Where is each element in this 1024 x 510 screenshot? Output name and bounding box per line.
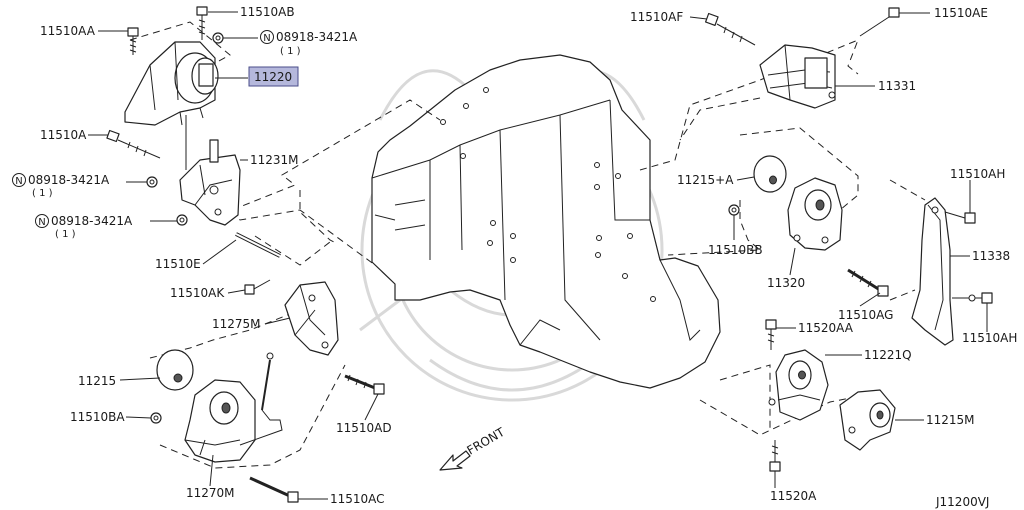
callout-11510A[interactable]: 11510A <box>40 128 87 142</box>
nut-08918-3421A-low[interactable] <box>176 214 188 226</box>
callout-11510AH-low[interactable]: 11510AH <box>962 331 1017 345</box>
bolt-11510AB[interactable] <box>196 6 208 40</box>
part-11220-mount-insulator[interactable] <box>124 41 219 126</box>
callout-11270M[interactable]: 11270M <box>186 486 235 500</box>
bolt-11510AG[interactable] <box>847 268 889 297</box>
part-11221Q-engine-mount[interactable] <box>768 349 829 421</box>
callout-11331[interactable]: 11331 <box>878 79 916 93</box>
qty-mid: ( 1 ) <box>32 188 53 199</box>
callout-11510AK[interactable]: 11510AK <box>170 286 225 300</box>
bolt-11510AH-top[interactable] <box>944 211 976 224</box>
callout-11320[interactable]: 11320 <box>767 276 805 290</box>
bolt-11510AK[interactable] <box>244 279 271 295</box>
part-11215A-washer[interactable] <box>753 155 787 193</box>
part-11270M-engine-mount[interactable] <box>184 352 283 463</box>
bolt-11520AA[interactable] <box>765 319 777 350</box>
part-11320-engine-mount[interactable] <box>787 177 843 251</box>
callout-11231M[interactable]: 11231M <box>250 153 299 167</box>
part-11231M-bracket[interactable] <box>179 115 241 226</box>
stud-11510E[interactable] <box>235 232 281 258</box>
front-label: FRONT <box>465 425 508 458</box>
callout-11338[interactable]: 11338 <box>972 249 1010 263</box>
callout-11510E[interactable]: 11510E <box>155 257 201 271</box>
callout-11510AA[interactable]: 11510AA <box>40 24 96 38</box>
callout-11215[interactable]: 11215 <box>78 374 116 388</box>
callout-11510AE[interactable]: 11510AE <box>934 6 988 20</box>
qty-top: ( 1 ) <box>280 46 301 57</box>
callout-11215A[interactable]: 11215+A <box>677 173 734 187</box>
part-11215-washer[interactable] <box>156 349 194 391</box>
callout-11221Q[interactable]: 11221Q <box>864 348 912 362</box>
nut-11510BB[interactable] <box>728 204 740 216</box>
callout-11220: 11220 <box>254 70 292 84</box>
nut-08918-3421A-mid[interactable] <box>146 176 158 188</box>
bolt-11510AE[interactable] <box>859 7 900 37</box>
notice-08918-top[interactable]: N 08918-3421A ( 1 ) <box>260 30 359 57</box>
callout-11510BA[interactable]: 11510BA <box>70 410 125 424</box>
callout-11510AD[interactable]: 11510AD <box>336 421 392 435</box>
bolt-11520A[interactable] <box>769 440 781 472</box>
callout-11510AF[interactable]: 11510AF <box>630 10 683 24</box>
callout-11510AC[interactable]: 11510AC <box>330 492 385 506</box>
callout-08918-3421A-mid: 08918-3421A <box>28 173 110 187</box>
callout-11510AG[interactable]: 11510AG <box>838 308 893 322</box>
engine-block <box>371 54 721 389</box>
callout-08918-3421A-low: 08918-3421A <box>51 214 133 228</box>
notice-08918-mid[interactable]: N 08918-3421A ( 1 ) <box>12 173 111 199</box>
n-circle-icon <box>12 173 26 187</box>
part-11338-bracket[interactable] <box>911 197 954 346</box>
callout-11520A[interactable]: 11520A <box>770 489 817 503</box>
callout-11220-highlight[interactable]: 11220 <box>248 66 299 87</box>
callout-11275M[interactable]: 11275M <box>212 317 261 331</box>
n-circle-icon <box>35 214 49 228</box>
bolt-11510AH-low[interactable] <box>952 292 993 304</box>
part-11275M-bracket[interactable] <box>284 281 339 356</box>
part-11331-bracket[interactable] <box>759 44 836 109</box>
n-circle-icon <box>260 30 274 44</box>
nut-11510BA[interactable] <box>150 412 162 424</box>
n-symbol: N <box>15 176 22 187</box>
callout-08918-3421A-top: 08918-3421A <box>276 30 358 44</box>
nut-08918-3421A-top[interactable] <box>212 32 224 44</box>
callout-11215M[interactable]: 11215M <box>926 413 975 427</box>
part-11215M-bracket[interactable] <box>839 389 896 451</box>
callout-11510BB[interactable]: 11510BB <box>708 243 763 257</box>
bolt-11510AD[interactable] <box>344 374 385 395</box>
callout-11510AH-top[interactable]: 11510AH <box>950 167 1005 181</box>
callout-11520AA[interactable]: 11520AA <box>798 321 854 335</box>
bolt-11510AF[interactable] <box>704 12 756 46</box>
bolt-11510A[interactable] <box>106 129 161 159</box>
bolt-11510AA[interactable] <box>127 27 139 55</box>
notice-08918-low[interactable]: N 08918-3421A ( 1 ) <box>35 214 134 240</box>
bolt-11510AC[interactable] <box>249 476 299 503</box>
drawing-code: J11200VJ <box>935 495 989 509</box>
front-direction-indicator: FRONT <box>439 425 508 471</box>
leader-lines <box>88 11 988 500</box>
n-symbol: N <box>263 33 270 44</box>
qty-low: ( 1 ) <box>55 229 76 240</box>
engine-bolt-holes <box>440 87 656 302</box>
n-symbol: N <box>38 217 45 228</box>
callout-11510AB[interactable]: 11510AB <box>240 5 295 19</box>
